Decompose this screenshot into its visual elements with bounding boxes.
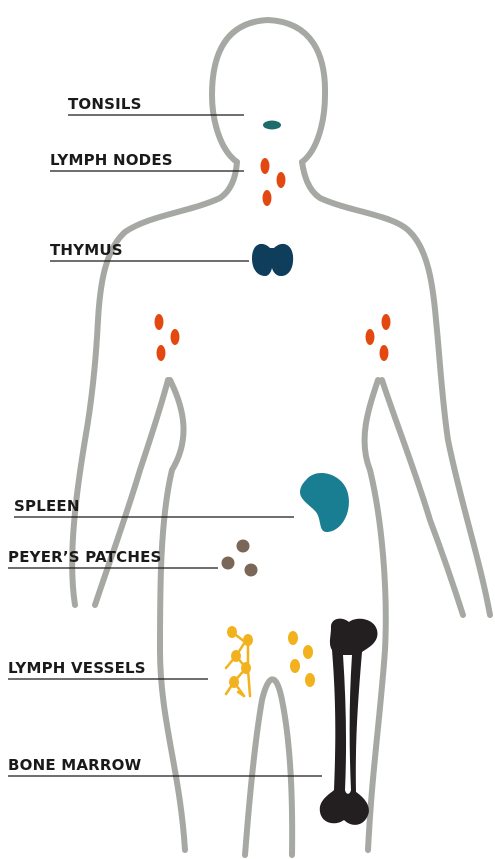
left-armpit-lymph-nodes [155,314,180,361]
tonsils-label: TONSILS [68,95,142,113]
lymph-vessels-label: LYMPH VESSELS [8,659,146,677]
thymus-label: THYMUS [50,241,123,259]
tonsils-icon [263,121,281,130]
body-outline [72,20,490,855]
lymph-node-icon [261,158,286,206]
lymph-vessel-icon [226,626,315,696]
spleen-icon [300,473,349,532]
head-outline [212,20,325,162]
spleen-label: SPLEEN [14,497,80,515]
right-inner-arm-outline [382,380,463,615]
left-side-outline [72,162,237,605]
left-inner-arm-outline [95,380,168,605]
inner-leg-outline [245,679,292,855]
lymph-nodes-label: LYMPH NODES [50,151,173,169]
right-side-outline [302,162,490,615]
right-armpit-outline [365,380,386,850]
left-armpit-outline [160,380,185,850]
bone-marrow-label: BONE MARROW [8,756,141,774]
thymus-icon [252,244,293,276]
peyers-patch-icon [222,540,258,577]
right-armpit-lymph-nodes [366,314,391,361]
peyers-patches-label: PEYER’S PATCHES [8,548,162,566]
